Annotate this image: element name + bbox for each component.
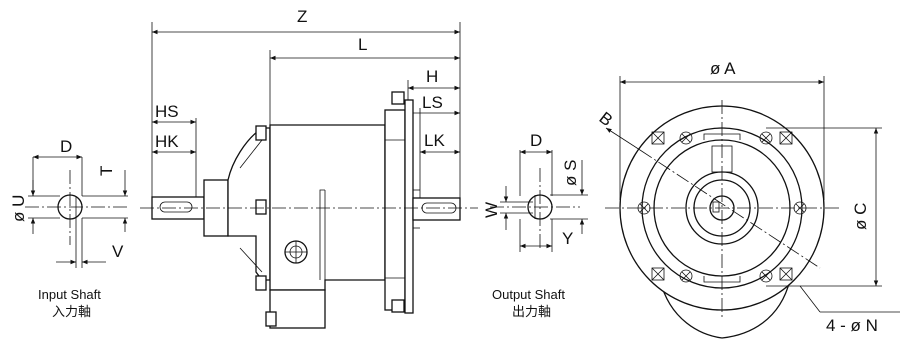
- label-D-input: D: [60, 137, 72, 156]
- side-view: [140, 22, 478, 329]
- caption-output-shaft-jp: 出力軸: [512, 304, 551, 319]
- output-shaft-section: [490, 149, 588, 252]
- label-LS: LS: [422, 93, 443, 112]
- label-Y: Y: [562, 229, 573, 248]
- bolt-markers: [637, 131, 807, 283]
- label-S: ø S: [561, 160, 580, 186]
- label-LK: LK: [424, 131, 445, 150]
- label-D-output: D: [530, 131, 542, 150]
- input-shaft-section: [25, 154, 130, 268]
- label-U: ø U: [9, 195, 28, 222]
- label-H: H: [426, 67, 438, 86]
- label-A: ø A: [710, 59, 736, 78]
- label-L: L: [358, 35, 367, 54]
- caption-input-shaft: Input Shaft: [38, 287, 101, 302]
- label-HS: HS: [155, 102, 179, 121]
- caption-input-shaft-jp: 入力軸: [52, 304, 91, 319]
- label-B: B: [596, 108, 617, 130]
- label-C: ø C: [851, 203, 870, 230]
- front-view: [605, 76, 900, 339]
- label-Z: Z: [297, 7, 307, 26]
- label-N: 4 - ø N: [826, 316, 878, 335]
- label-V: V: [112, 242, 124, 261]
- label-HK: HK: [155, 132, 179, 151]
- caption-output-shaft: Output Shaft: [492, 287, 565, 302]
- label-T: T: [97, 166, 116, 176]
- label-W: W: [482, 202, 501, 218]
